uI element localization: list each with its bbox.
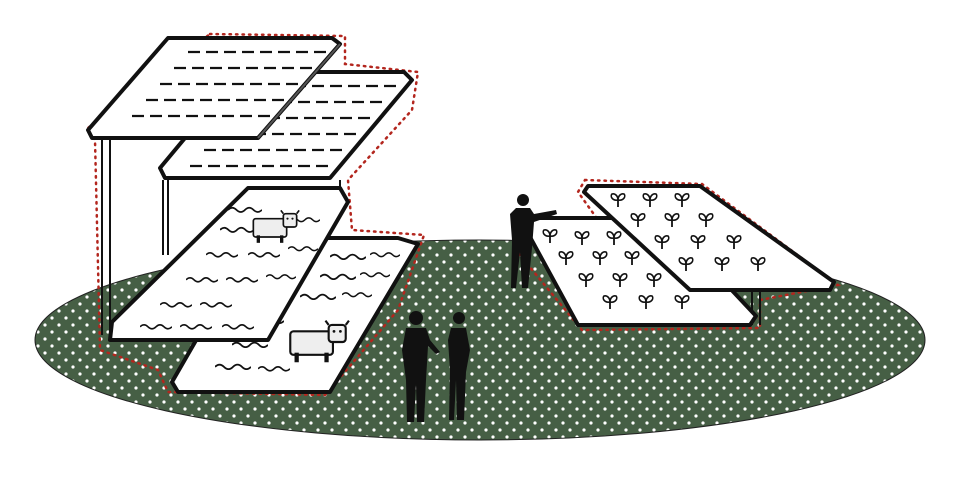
left-support-posts [101, 140, 341, 335]
person-pointing [510, 194, 557, 288]
person-standing-left [402, 311, 440, 422]
crop-panel-upper [582, 184, 836, 292]
solar-cell-lines [132, 50, 326, 118]
left-group-outline [86, 32, 426, 397]
solar-panel-front [86, 36, 342, 140]
grazing-panel-upper [108, 186, 350, 342]
person-standing-right [448, 312, 470, 420]
